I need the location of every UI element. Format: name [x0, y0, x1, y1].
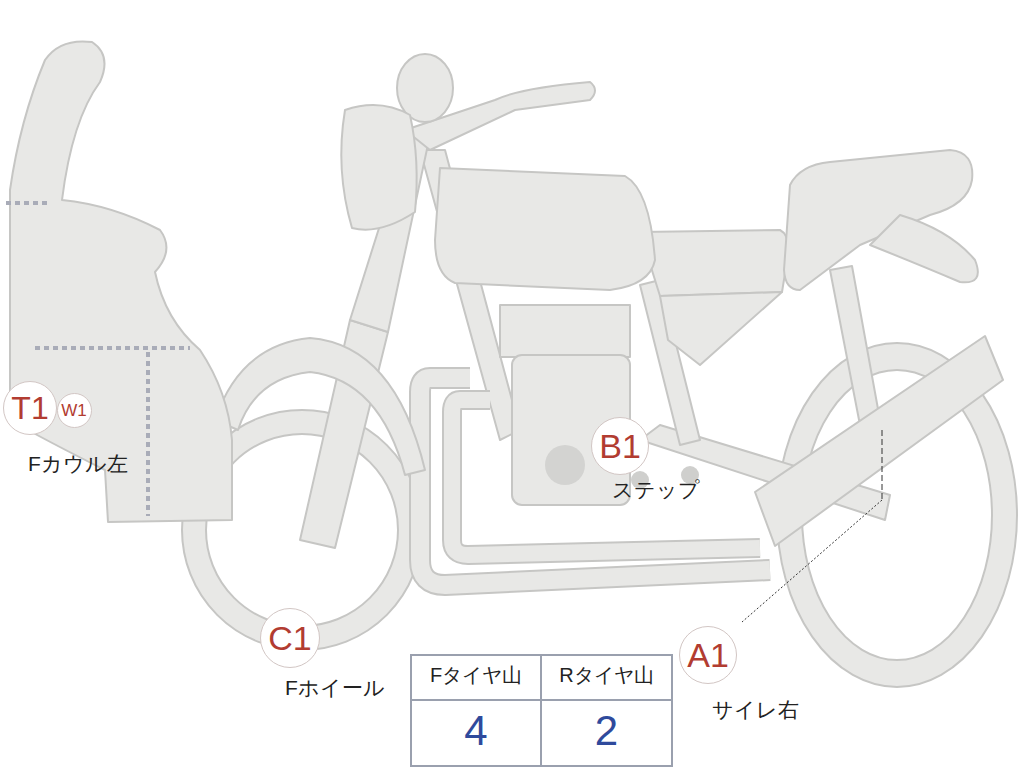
callout-number: T1 — [11, 392, 48, 424]
callout-number: A1 — [687, 638, 729, 672]
part-label: サイレ右 — [712, 698, 799, 721]
callout-number: C1 — [268, 621, 311, 655]
callout-circle: A1 — [679, 626, 737, 684]
part-label: ステップ — [612, 478, 700, 501]
callout-circle: C1 — [260, 608, 320, 668]
part-label: Fホイール — [285, 676, 385, 699]
callout-number: B1 — [599, 429, 641, 463]
table-cell: Fタイヤ山 — [411, 664, 541, 686]
table-cell: Rタイヤ山 — [541, 664, 672, 686]
table-cell: 2 — [541, 708, 672, 754]
callout-number: W1 — [61, 402, 87, 419]
callout-circle: B1 — [591, 417, 649, 475]
callout-circle: W1 — [57, 393, 92, 428]
callout-circle: T1 — [3, 381, 57, 435]
table-cell: 4 — [411, 708, 541, 754]
part-label: Fカウル左 — [28, 452, 128, 475]
